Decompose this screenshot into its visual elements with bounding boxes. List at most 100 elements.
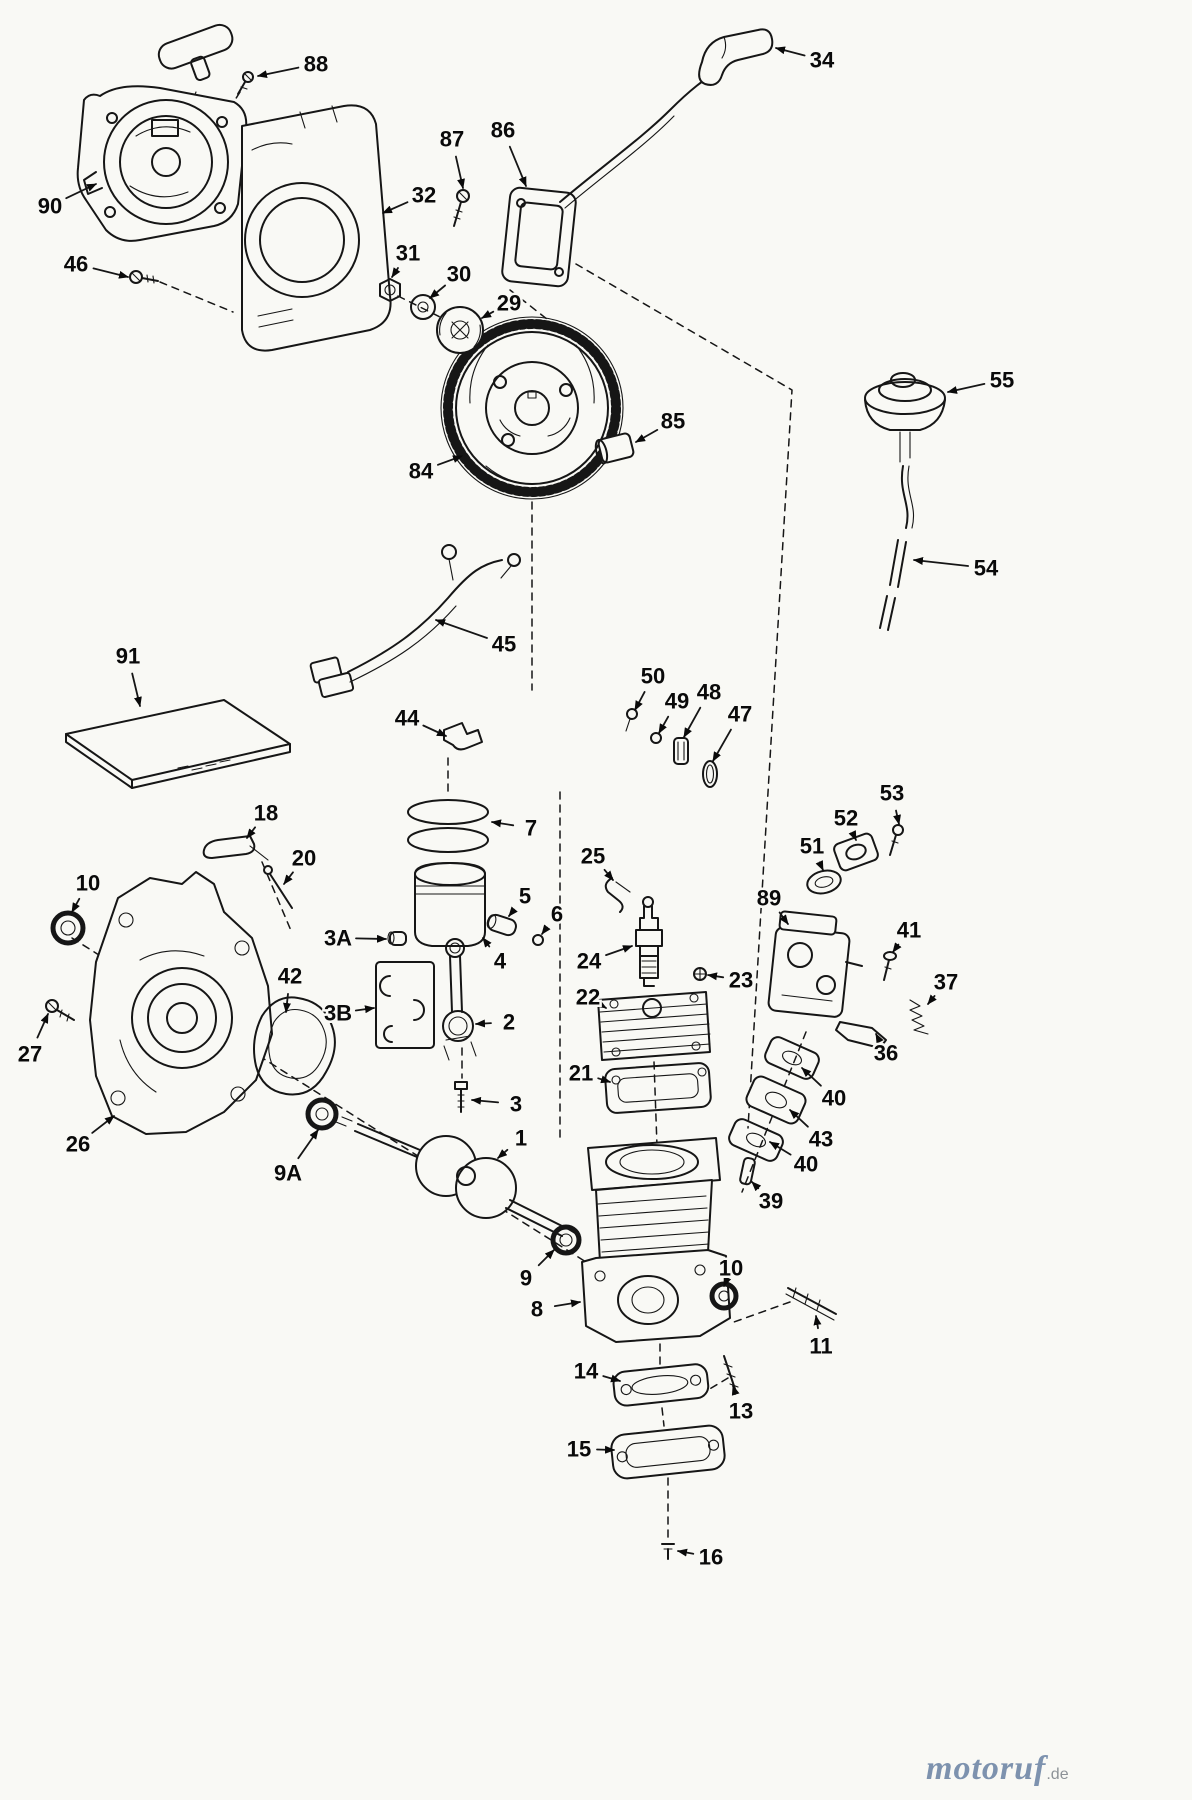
callout-arrow-26-7: [491, 819, 515, 828]
callout-label-47-43: 43: [809, 1127, 833, 1152]
callout-label-6-34: 34: [810, 48, 835, 73]
flywheel-nut: [379, 278, 401, 302]
callout-arrow-56-11: [813, 1315, 822, 1330]
callout-label-39-3B: 3B: [324, 1001, 352, 1026]
piston-rings: [407, 799, 489, 853]
callout-arrow-27-25: [603, 868, 614, 881]
screw-87: [453, 189, 470, 227]
callout-label-21-53: 53: [880, 781, 904, 806]
callout-label-48-26: 26: [66, 1132, 90, 1157]
callout-label-45-40: 40: [822, 1086, 846, 1111]
callout-label-33-4: 4: [494, 949, 507, 974]
callout-arrow-52-39: [751, 1181, 762, 1192]
callout-arrow-46-3: [471, 1096, 500, 1105]
callout-arrow-23-51: [815, 860, 824, 871]
callout-label-46-3: 3: [510, 1092, 522, 1117]
callout-label-25-20: 20: [292, 846, 316, 871]
screw-53: [889, 824, 904, 856]
screw-46: [129, 270, 159, 284]
screw-88: [237, 71, 254, 95]
spark-plug-boot: [698, 28, 774, 86]
callout-label-60-16: 16: [699, 1545, 723, 1570]
callout-label-10-55: 55: [990, 368, 1014, 393]
callout-label-56-11: 11: [809, 1334, 832, 1359]
callout-arrow-17-50: [634, 691, 646, 711]
terminal-85: [594, 432, 635, 465]
callout-arrow-4-87: [454, 155, 465, 189]
callout-arrow-16-44: [422, 724, 447, 737]
callout-arrow-41-2: [475, 1019, 492, 1028]
callout-arrow-25-20: [283, 871, 294, 885]
callout-arrow-34-24: [605, 945, 633, 956]
clip-25: [604, 877, 631, 913]
callout-arrow-15-91: [131, 672, 142, 707]
wiring-harness: [309, 544, 521, 698]
callout-arrow-57-14: [602, 1374, 621, 1383]
callout-label-36-23: 23: [729, 968, 753, 993]
callout-label-19-48: 48: [697, 680, 721, 705]
callout-label-59-15: 15: [567, 1437, 591, 1462]
callout-arrow-10-55: [947, 382, 986, 394]
connecting-rod: [442, 938, 477, 1061]
washer-30: [410, 294, 436, 320]
callout-arrow-1-90: [65, 183, 97, 200]
callout-arrow-54-10: [723, 1276, 732, 1287]
callout-arrow-8-30: [429, 284, 447, 299]
callout-arrow-21-53: [893, 809, 901, 825]
callout-label-44-21: 21: [569, 1061, 593, 1086]
callout-arrow-13-54: [913, 557, 969, 567]
piston: [414, 862, 486, 947]
bearing-set-3b: [375, 961, 435, 1049]
carburetor: [767, 910, 863, 1018]
callout-arrow-58-13: [731, 1385, 740, 1396]
callout-arrow-59-15: [596, 1445, 615, 1454]
callout-arrow-60-16: [677, 1548, 695, 1557]
primer-pump: [864, 372, 946, 463]
callout-arrow-18-49: [658, 715, 670, 734]
callout-label-53-9: 9: [520, 1266, 532, 1291]
pin-clip: [532, 934, 544, 946]
callout-label-26-7: 7: [525, 816, 537, 841]
oil-seal-left: [50, 910, 86, 946]
callout-arrow-44-21: [597, 1075, 611, 1084]
exhaust-gasket: [612, 1363, 710, 1407]
callout-label-35-41: 41: [897, 918, 921, 943]
bearing-9: [550, 1224, 582, 1256]
callout-arrow-30-5: [508, 906, 518, 917]
callout-arrow-28-89: [778, 911, 789, 925]
callout-label-49-1: 1: [515, 1126, 527, 1151]
callout-arrow-43-27: [36, 1013, 49, 1039]
spring-37: [909, 999, 929, 1035]
callout-label-51-40: 40: [794, 1152, 818, 1177]
callout-label-20-47: 47: [728, 702, 752, 727]
callout-arrow-24-18: [246, 826, 257, 839]
callout-label-9-29: 29: [497, 291, 521, 316]
callout-label-18-49: 49: [665, 689, 689, 714]
callout-label-22-52: 52: [834, 806, 858, 831]
cylinder-block: [581, 1137, 731, 1343]
callout-label-2-46: 46: [64, 252, 88, 277]
callout-arrow-45-40: [801, 1067, 822, 1087]
callout-label-52-39: 39: [759, 1189, 783, 1214]
callout-arrow-49-1: [497, 1148, 509, 1159]
callout-arrow-33-4: [482, 937, 492, 948]
callout-label-7-31: 31: [396, 241, 420, 266]
callout-arrow-40-42: [283, 993, 291, 1013]
seal-9a: [305, 1097, 339, 1131]
watermark-brand: motoruf: [926, 1750, 1047, 1787]
callout-label-28-89: 89: [757, 886, 781, 911]
screw-16: [661, 1543, 675, 1560]
callout-arrow-55-8: [553, 1299, 581, 1308]
head-gasket: [604, 1062, 712, 1114]
muffler-plate: [610, 1424, 726, 1480]
callout-arrow-3-32: [382, 201, 409, 214]
callout-label-34-24: 24: [577, 949, 602, 974]
callout-arrow-31-6: [541, 924, 551, 935]
callout-label-57-14: 14: [574, 1359, 599, 1384]
cover-gasket: [253, 996, 336, 1096]
callout-label-55-8: 8: [531, 1297, 543, 1322]
watermark-tld: .de: [1046, 1766, 1069, 1783]
link-20: [263, 865, 293, 909]
rod-bolt: [454, 1081, 468, 1113]
